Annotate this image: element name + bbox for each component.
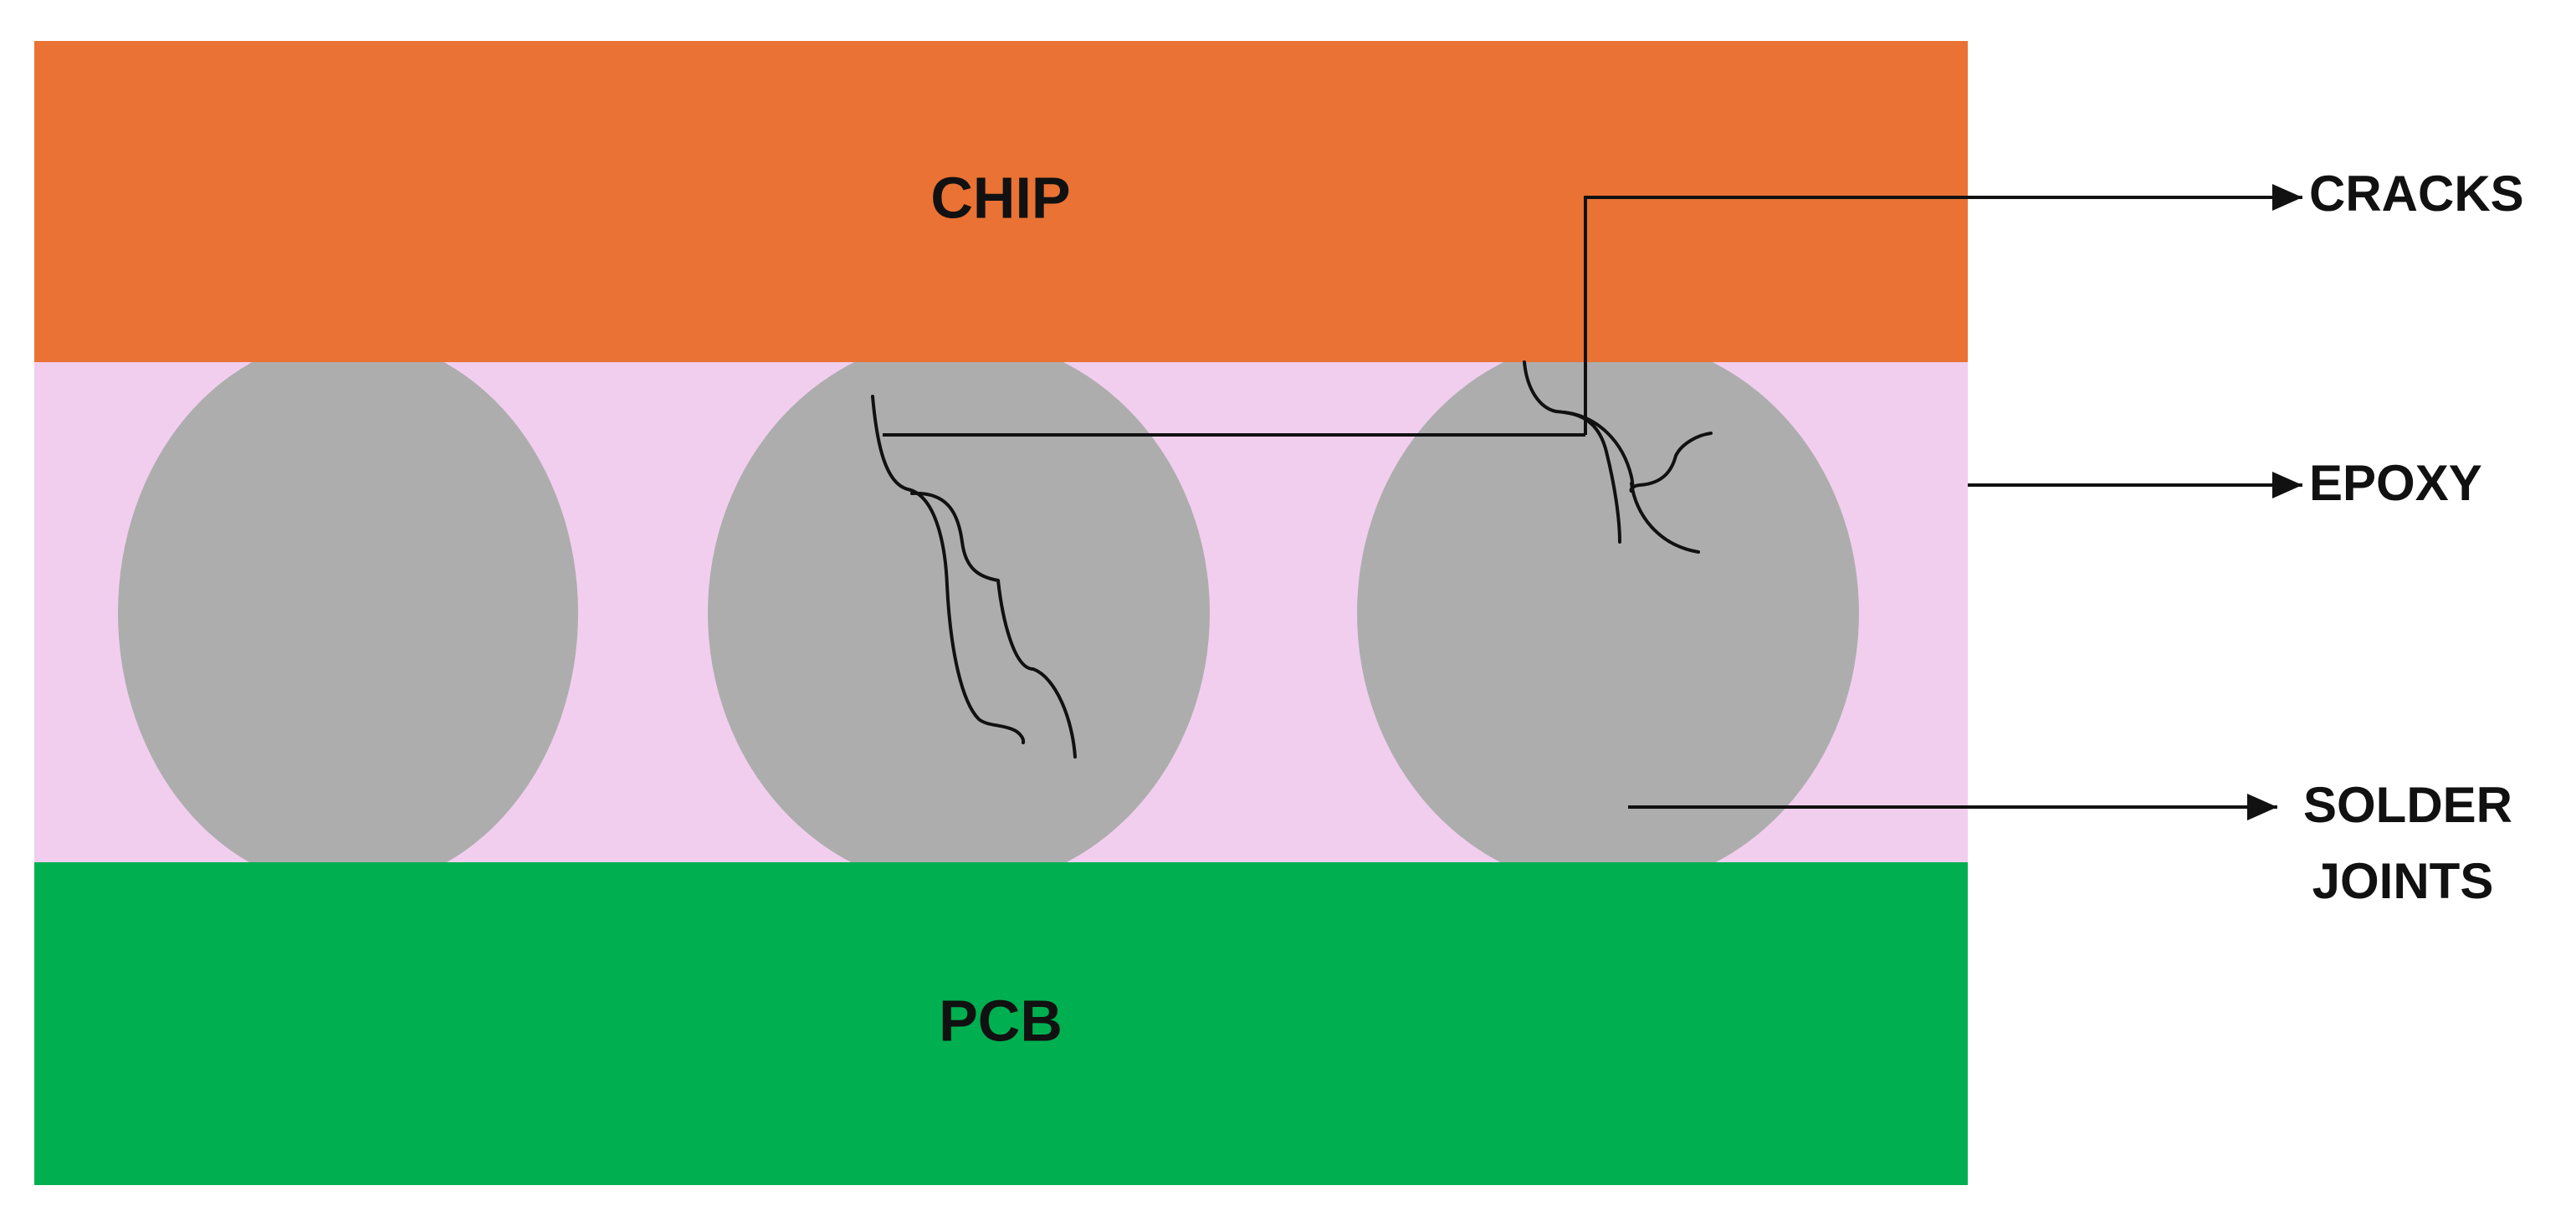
crack-right-3 — [1630, 482, 1700, 554]
solder-joint-2 — [708, 337, 1210, 889]
cracks-leader — [1584, 184, 2302, 435]
crack-middle-2 — [910, 491, 1077, 759]
chip-label: CHIP — [930, 165, 1070, 230]
solder-joints-label-line2: JOINTS — [2312, 853, 2494, 909]
pcb-layer — [34, 862, 1968, 1185]
solder-joints-label-line1: SOLDER — [2303, 777, 2512, 833]
chip-layer — [34, 41, 1968, 362]
solder-joint-1 — [118, 337, 578, 889]
crack-right-1 — [1523, 360, 1621, 544]
pcb-label: PCB — [939, 988, 1063, 1053]
cracks-label: CRACKS — [2309, 166, 2524, 222]
solder-joint-3 — [1357, 337, 1859, 889]
epoxy-label: EPOXY — [2309, 455, 2482, 511]
crack-middle-1 — [871, 395, 1026, 744]
crack-right-2 — [1563, 411, 1713, 493]
